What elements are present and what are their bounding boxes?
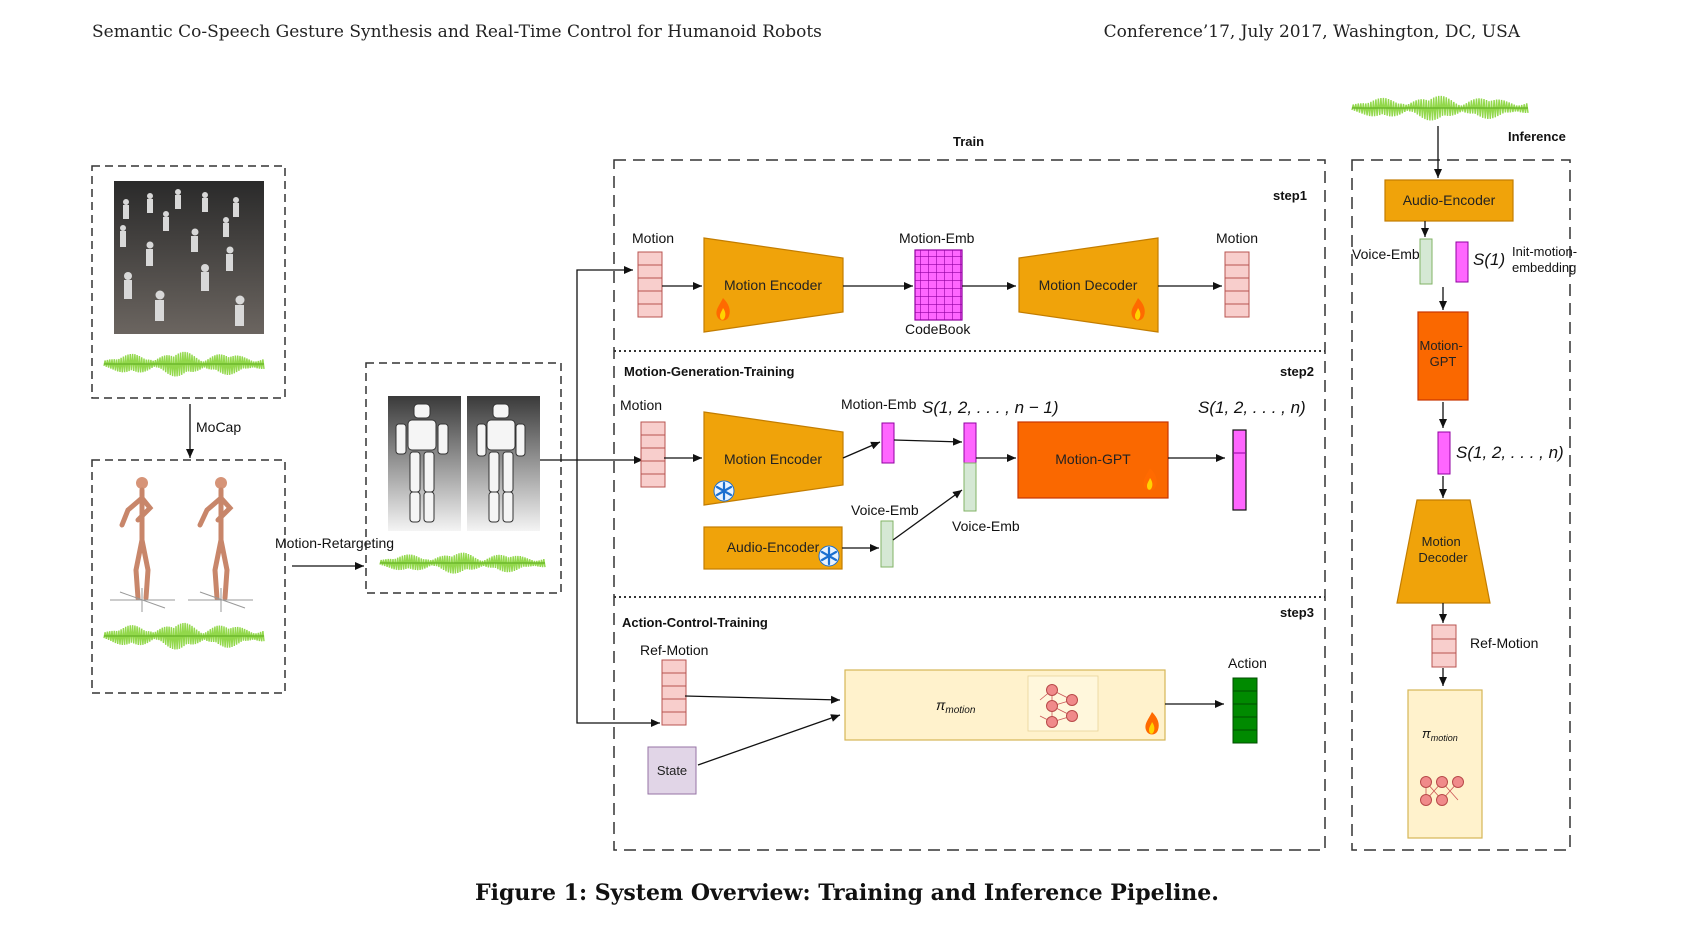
inference-voice-emb-vector (1419, 238, 1433, 285)
train-panel (613, 159, 1326, 851)
sequence-emb-vector (963, 422, 977, 464)
train-title: Train (953, 134, 984, 149)
step2-motion-emb-vector (881, 422, 895, 464)
step1-motion-input (637, 251, 663, 318)
mocap-label: MoCap (196, 419, 241, 435)
step2-audio-encoder (703, 526, 843, 570)
inference-s-1-to-n-label: S(1, 2, . . . , n) (1456, 443, 1564, 462)
step2-motion-label: Motion (620, 397, 662, 413)
step1-label: step1 (1273, 188, 1307, 203)
fire-icon (716, 298, 730, 321)
neural-network-icon (1420, 776, 1464, 806)
figure-caption: Figure 1: System Overview: Training and … (475, 880, 1219, 906)
inference-policy-label: πmotion (1422, 726, 1458, 743)
neural-network-icon (1027, 675, 1099, 732)
step2-motion-input (640, 421, 666, 488)
audio-waveform-icon (103, 622, 265, 650)
s-1-to-n-minus-1-label: S(1, 2, . . . , n − 1) (922, 398, 1059, 417)
step3-ref-motion-stack (661, 659, 687, 726)
step1-motion-output-label: Motion (1216, 230, 1258, 246)
motion-generation-training-title: Motion-Generation-Training (624, 364, 794, 379)
step2-motion-emb-label: Motion-Emb (841, 396, 917, 412)
codebook-label: CodeBook (905, 321, 971, 337)
step2-voice-emb-vector (880, 520, 894, 568)
step2-motion-gpt (1017, 421, 1169, 499)
skeleton-data-box (91, 459, 286, 694)
init-motion-emb-vector (1455, 241, 1469, 283)
inference-motion-decoder (1396, 499, 1491, 604)
fire-icon (1131, 298, 1145, 321)
audio-waveform-icon (1351, 95, 1529, 121)
step2-output-vector (1232, 429, 1247, 511)
inference-panel (1351, 159, 1571, 851)
inference-title: Inference (1508, 129, 1566, 144)
state-label: State (657, 763, 687, 778)
step1-motion-output (1224, 251, 1250, 318)
inference-motion-gpt-label: Motion- GPT (1420, 338, 1467, 369)
step2-voice-emb-right-label: Voice-Emb (952, 518, 1020, 534)
inference-audio-encoder-label: Audio-Encoder (1403, 192, 1496, 208)
robot-data-box (365, 362, 562, 594)
policy-label: πmotion (936, 697, 976, 716)
voice-emb-concat-vector (963, 462, 977, 512)
fire-icon (1143, 468, 1157, 491)
step2-voice-emb-label: Voice-Emb (851, 502, 919, 518)
inference-policy-box (1407, 689, 1483, 839)
step2-label: step2 (1280, 364, 1314, 379)
inference-motion-decoder-label: Motion Decoder (1418, 534, 1468, 565)
step1-motion-label: Motion (632, 230, 674, 246)
skeleton-figures (119, 477, 234, 601)
inference-ref-motion-label: Ref-Motion (1470, 635, 1538, 651)
step2-motion-encoder-label: Motion Encoder (724, 451, 822, 467)
snowflake-icon (713, 480, 735, 502)
mocap-photo (114, 181, 264, 334)
step2-motion-encoder (703, 411, 844, 506)
audio-waveform-icon (379, 552, 546, 574)
state-box (647, 746, 697, 795)
step2-motion-gpt-label: Motion-GPT (1055, 451, 1131, 467)
humanoid-robot-images (388, 396, 540, 531)
policy-box (844, 669, 1166, 741)
motion-retargeting-label: Motion-Retargeting (275, 535, 394, 551)
mocap-data-box (91, 165, 286, 399)
step1-motion-emb-label: Motion-Emb (899, 230, 975, 246)
action-label: Action (1228, 655, 1267, 671)
codebook-grid (914, 249, 963, 321)
step1-motion-encoder (703, 237, 844, 333)
inference-motion-gpt (1417, 311, 1469, 401)
action-control-training-title: Action-Control-Training (622, 615, 768, 630)
s-1-to-n-label: S(1, 2, . . . , n) (1198, 398, 1306, 417)
action-output-stack (1232, 677, 1258, 744)
step3-label: step3 (1280, 605, 1314, 620)
inference-voice-emb-label: Voice-Emb (1352, 246, 1420, 262)
running-header-title: Semantic Co-Speech Gesture Synthesis and… (92, 22, 822, 42)
step2-audio-encoder-label: Audio-Encoder (727, 539, 820, 555)
audio-waveform-icon (103, 351, 265, 377)
inference-sequence-vector (1437, 431, 1451, 475)
running-header-venue: Conference’17, July 2017, Washington, DC… (1103, 22, 1520, 42)
step3-ref-motion-label: Ref-Motion (640, 642, 708, 658)
step1-motion-encoder-label: Motion Encoder (724, 277, 822, 293)
step1-motion-decoder-label: Motion Decoder (1039, 277, 1138, 293)
inference-audio-encoder (1384, 179, 1514, 222)
fire-icon (1145, 712, 1159, 735)
s-1-label: S(1) (1473, 250, 1505, 269)
snowflake-icon (818, 545, 840, 567)
step1-motion-decoder (1018, 237, 1159, 333)
init-motion-embedding-label: Init-motion- embedding (1512, 244, 1581, 275)
inference-ref-motion-stack (1431, 624, 1457, 668)
